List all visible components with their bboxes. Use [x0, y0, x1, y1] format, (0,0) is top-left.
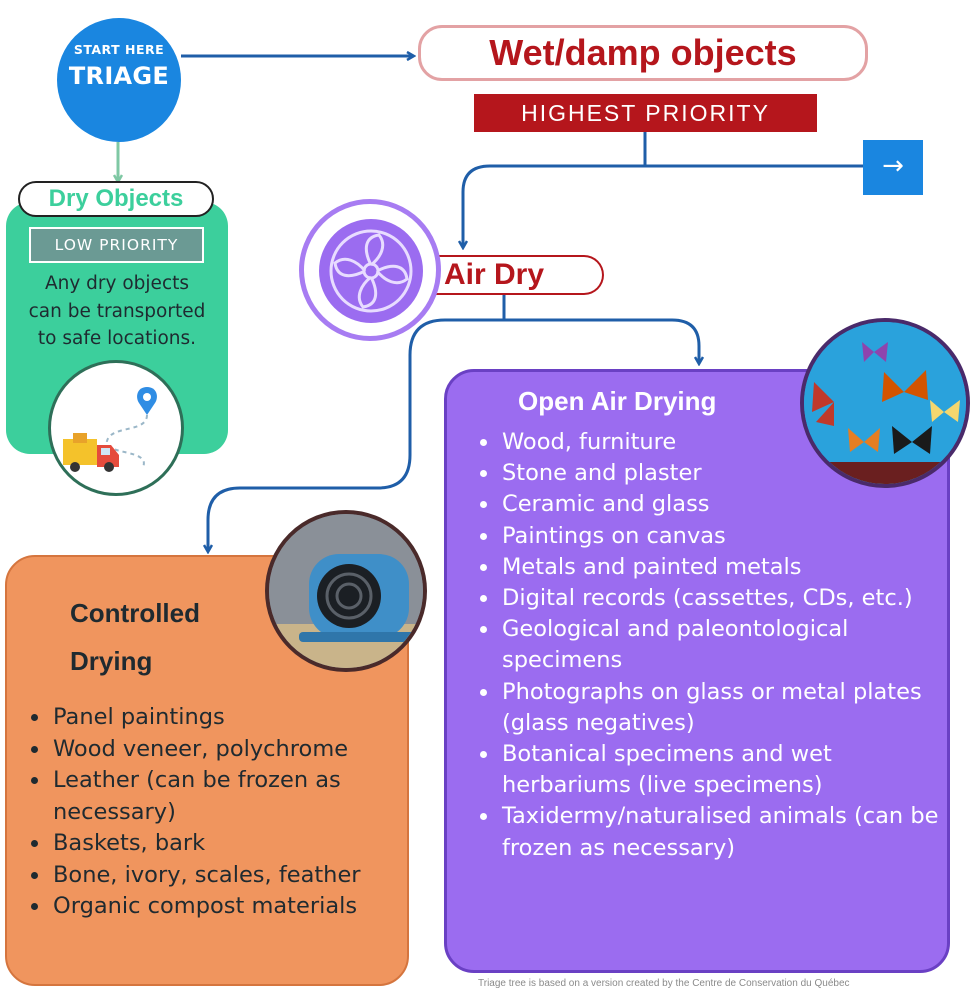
fan-icon: [319, 219, 423, 323]
air-dry-label: Air Dry: [444, 258, 545, 291]
list-item: Wood veneer, polychrome: [25, 734, 405, 766]
triage-label: TRIAGE: [68, 62, 170, 90]
highest-priority-badge: HIGHEST PRIORITY: [474, 94, 817, 132]
air-dry-box: [430, 255, 604, 295]
credit-note: Triage tree is based on a version create…: [478, 978, 850, 989]
delivery-truck-icon: [48, 360, 184, 496]
next-page-button[interactable]: →: [863, 140, 923, 195]
list-item: Photographs on glass or metal plates (gl…: [474, 677, 944, 739]
list-item: Leather (can be frozen as necessary): [25, 765, 405, 828]
list-item: Paintings on canvas: [474, 521, 944, 552]
open-air-drying-title: Open Air Drying: [518, 386, 717, 416]
list-item: Taxidermy/naturalised animals (can be fr…: [474, 801, 944, 863]
dry-text-line: to safe locations.: [37, 328, 197, 349]
butterfly-collection-photo: [800, 318, 970, 488]
dry-text-line: Any dry objects: [44, 273, 190, 294]
dry-objects-title-box: Dry Objects: [18, 181, 214, 217]
list-item: Wood, furniture: [474, 427, 944, 458]
list-item: Metals and painted metals: [474, 552, 944, 583]
arrow-right-icon: →: [882, 151, 904, 181]
list-item: Baskets, bark: [25, 828, 405, 860]
controlled-title-line: Drying: [70, 646, 153, 676]
dry-objects-description: Any dry objects can be transported to sa…: [6, 270, 228, 353]
controlled-title-line: Controlled: [70, 598, 200, 628]
connector-airdry-to-open: [502, 295, 699, 364]
start-here-label: START HERE: [73, 42, 165, 57]
dry-objects-title: Dry Objects: [48, 185, 184, 212]
list-item: Stone and plaster: [474, 458, 944, 489]
low-priority-badge: LOW PRIORITY: [29, 227, 204, 263]
list-item: Digital records (cassettes, CDs, etc.): [474, 583, 944, 614]
controlled-drying-title: Controlled Drying: [70, 589, 270, 685]
connector-airdry-to-controlled: [208, 318, 504, 552]
start-triage-node: START HERE TRIAGE: [57, 18, 181, 142]
list-item: Botanical specimens and wet herbariums (…: [474, 739, 944, 801]
wet-damp-objects-box: Wet/damp objects: [418, 25, 868, 81]
list-item: Panel paintings: [25, 702, 405, 734]
list-item: Ceramic and glass: [474, 489, 944, 520]
connector-wet-to-airdry: [463, 132, 647, 248]
dry-text-line: can be transported: [28, 300, 206, 322]
list-item: Bone, ivory, scales, feather: [25, 860, 405, 892]
list-item: Geological and paleontological specimens: [474, 614, 944, 676]
wet-damp-title: Wet/damp objects: [489, 32, 797, 73]
open-air-drying-list: Wood, furniture Stone and plaster Cerami…: [474, 427, 944, 864]
controlled-drying-list: Panel paintings Wood veneer, polychrome …: [25, 702, 405, 923]
list-item: Organic compost materials: [25, 891, 405, 923]
air-mover-fan-photo: [265, 510, 427, 672]
